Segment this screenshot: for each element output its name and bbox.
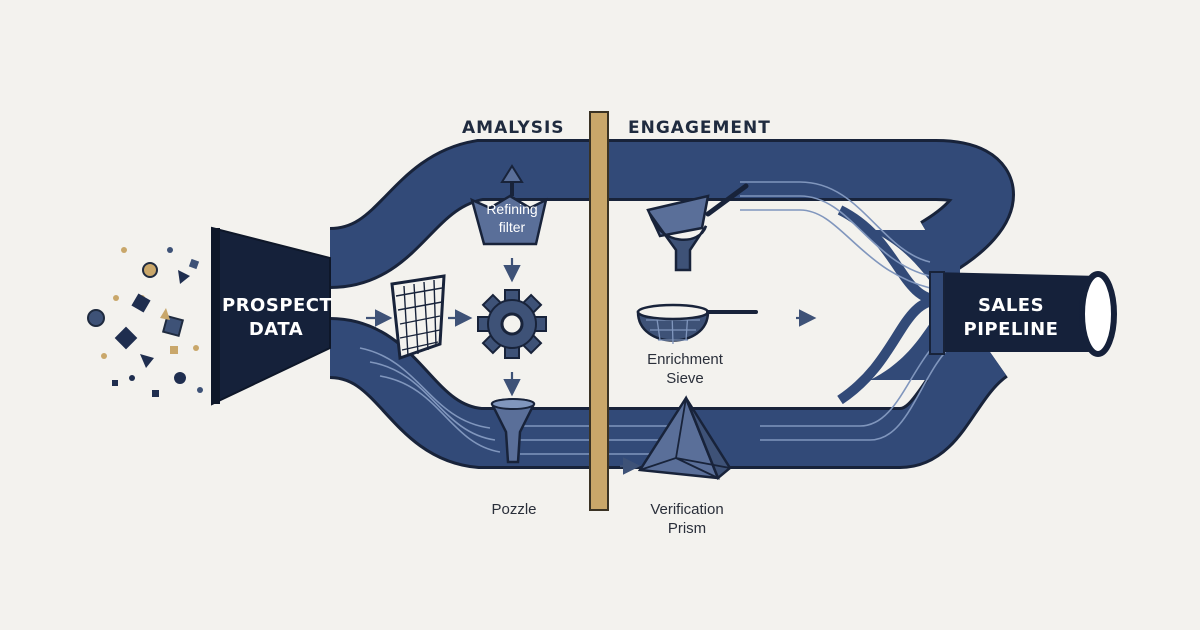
gear-icon (477, 289, 547, 359)
prospect-data-block (211, 226, 331, 406)
upper-pipe (327, 139, 1015, 289)
verification-prism-line1: Verification (650, 501, 724, 518)
sieve-icon (636, 303, 758, 345)
sales-pipeline-line2: PIPELINE (963, 319, 1059, 340)
enrichment-sieve-line2: Sieve (666, 370, 704, 387)
sales-pipeline-label: SALES PIPELINE (952, 294, 1070, 342)
refining-filter-icon (470, 164, 548, 246)
prospect-data-line2: DATA (248, 319, 304, 340)
verification-prism-label: Verification Prism (632, 500, 742, 538)
verification-prism-line2: Prism (667, 520, 707, 537)
net-filter-icon (390, 274, 446, 361)
refining-filter-label: Refining filter (474, 200, 550, 236)
refining-filter-line1: Refining (486, 201, 538, 217)
section-divider (589, 111, 609, 511)
prism-icon (637, 395, 732, 481)
scoop-funnel-icon (646, 183, 749, 272)
prospect-data-label: PROSPECT DATA (222, 294, 333, 342)
flow-lines (359, 181, 956, 455)
flow-arrows (366, 258, 817, 475)
data-particles (87, 247, 203, 397)
lower-pipe (327, 317, 1010, 469)
engagement-section-title: ENGAGEMENT (628, 118, 771, 138)
enrichment-sieve-line1: Enrichment (647, 351, 723, 368)
nozzle-icon (490, 398, 536, 464)
analysis-section-title: AMALYSIS (462, 118, 565, 138)
sales-pipeline-line1: SALES (977, 295, 1045, 316)
prospect-data-line1: PROSPECT (222, 295, 333, 316)
sales-pipeline-block (929, 271, 1117, 357)
enrichment-sieve-label: Enrichment Sieve (630, 350, 740, 388)
nozzle-label: Pozzle (491, 501, 537, 518)
refining-filter-line2: filter (498, 219, 526, 235)
